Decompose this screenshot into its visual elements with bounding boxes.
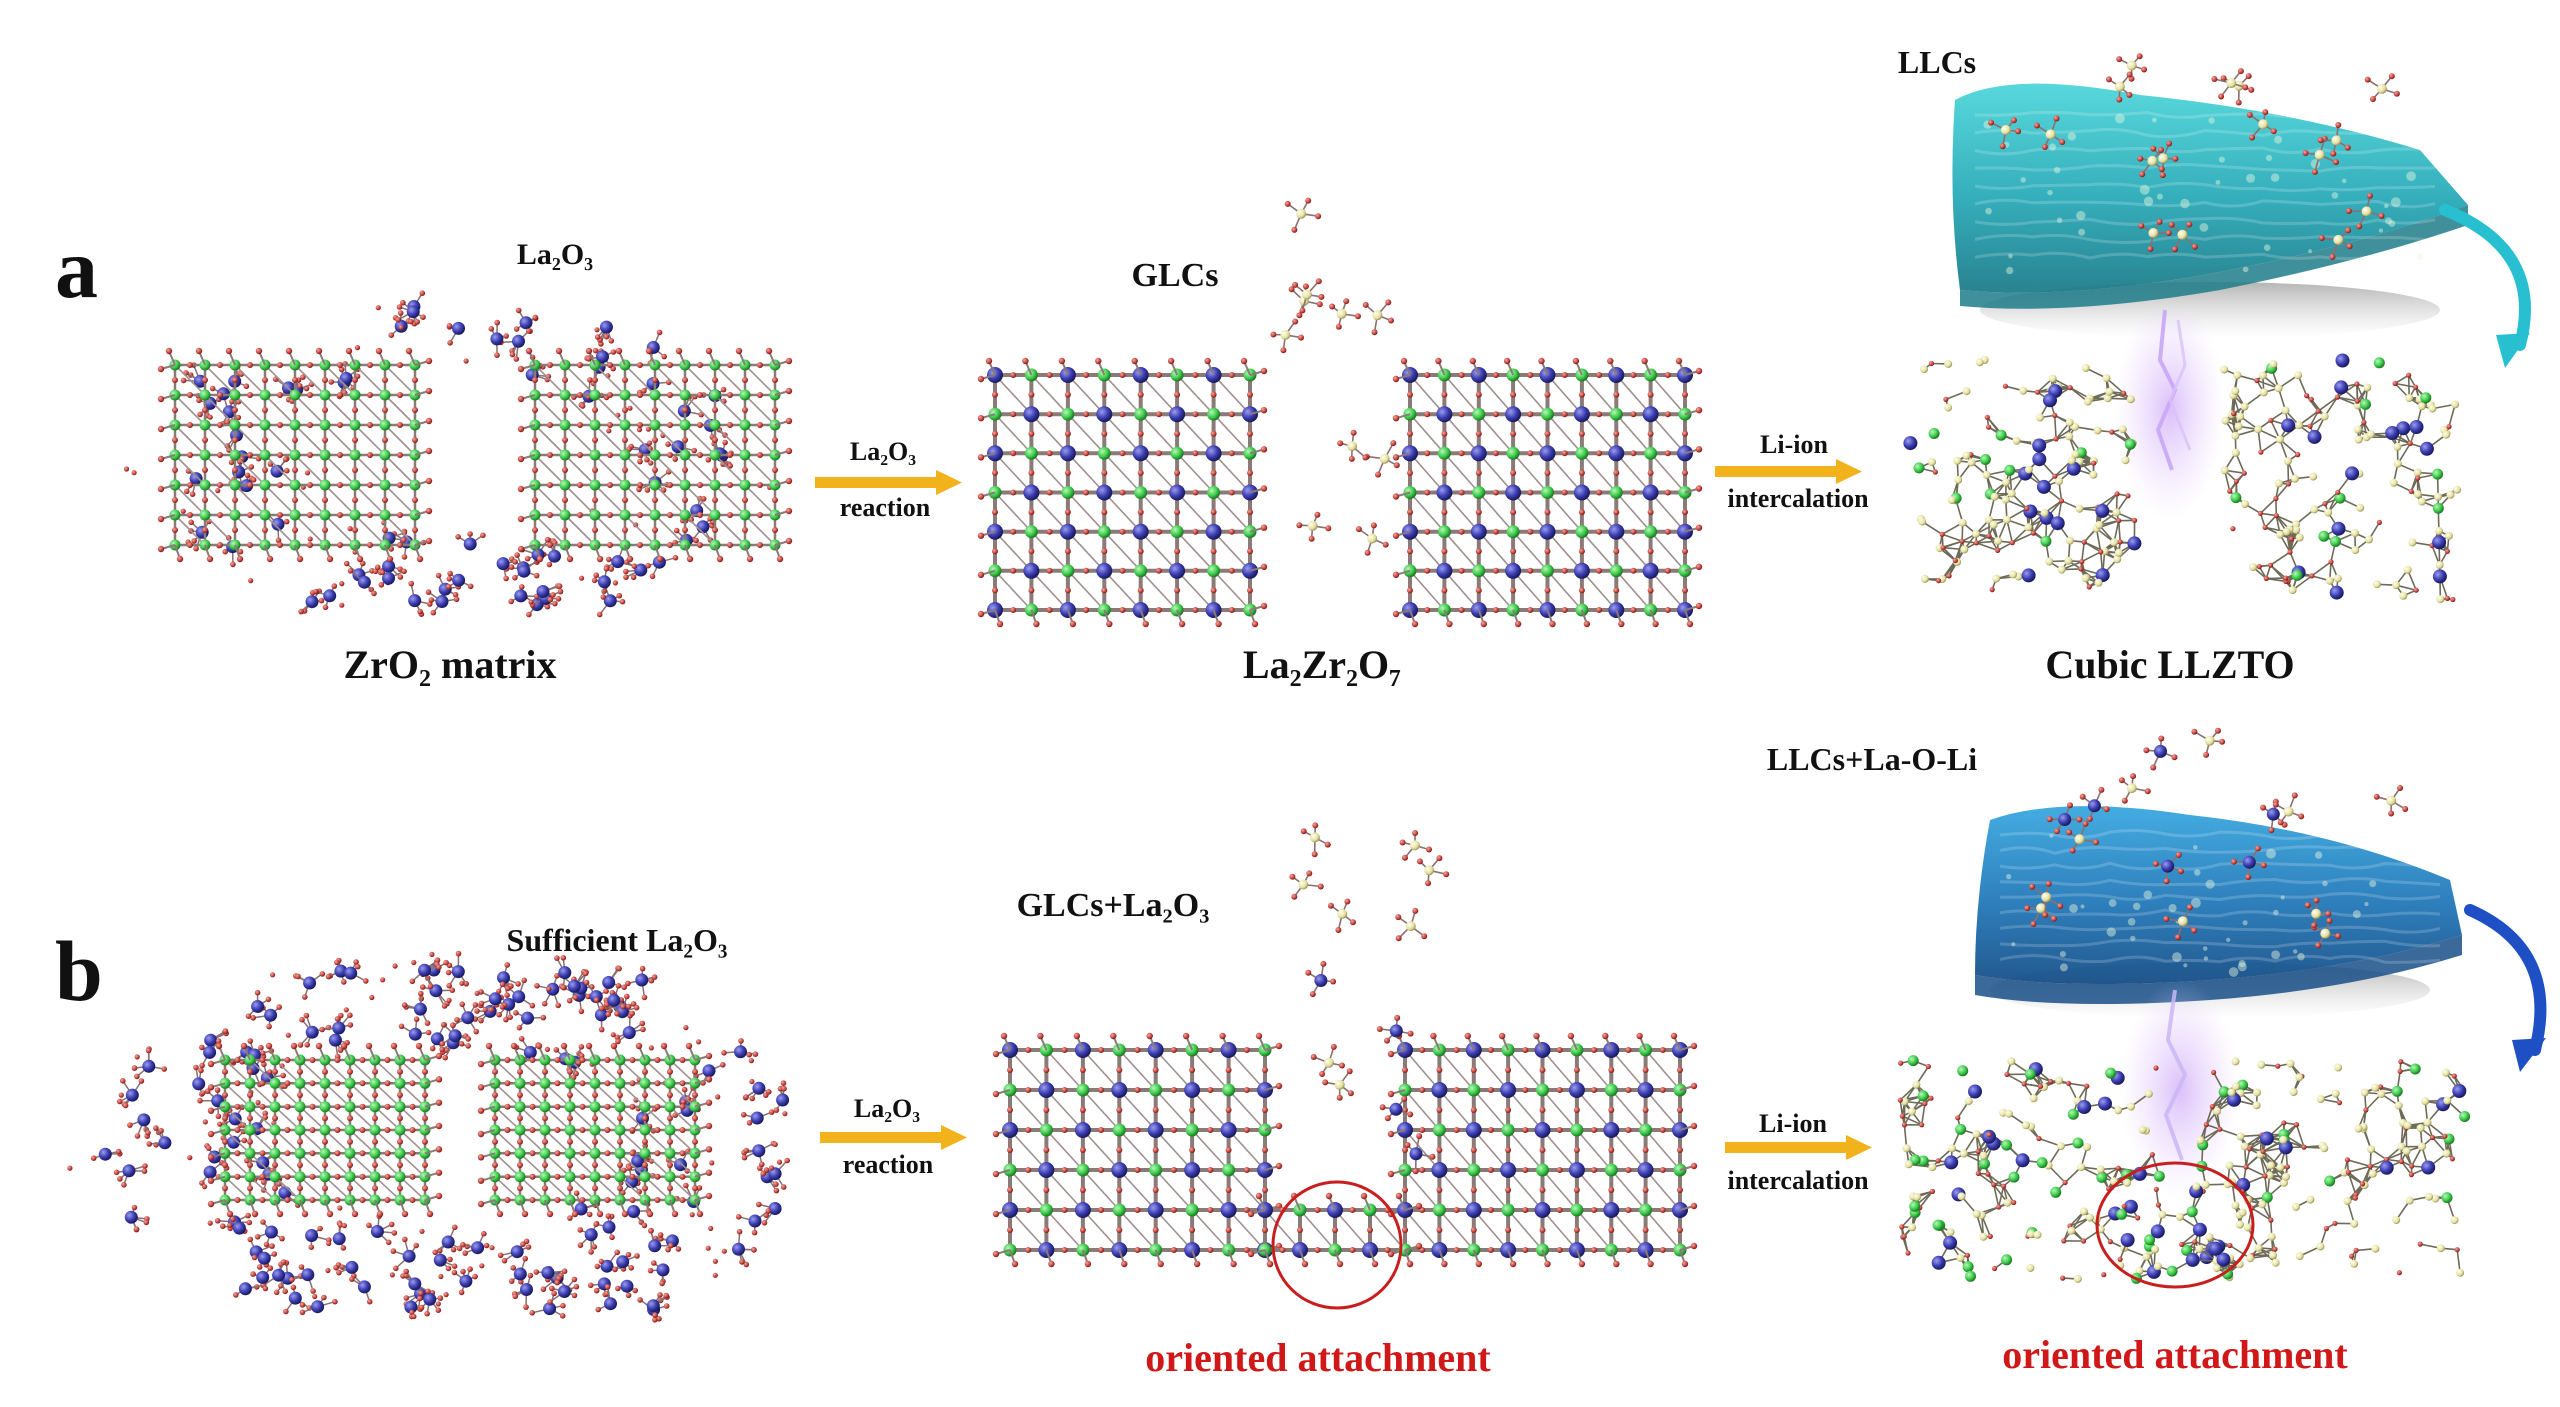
zro2-lattice-b-left xyxy=(207,1042,443,1218)
la2zr2o7-bridge-b xyxy=(1247,1192,1423,1268)
ion-flow-a xyxy=(2115,300,2225,520)
attachment-circle-b2 xyxy=(2095,1161,2255,1289)
arrow-b1-top-label: La₂O₃ xyxy=(854,1094,920,1123)
label-oriented-attachment-2: oriented attachment xyxy=(2002,1332,2348,1377)
cubic-llzto-a xyxy=(1903,353,2462,604)
label-la2o3-a: La₂O₃ xyxy=(517,238,593,271)
llzto-bridge-b xyxy=(2116,1178,2247,1280)
curved-arrow-b xyxy=(2464,904,2547,1056)
curved-arrow-a xyxy=(2439,204,2531,351)
llzto-network-a-right xyxy=(2220,353,2462,604)
ion-flow-b xyxy=(2120,980,2240,1200)
arrow-li-intercalation-a xyxy=(1715,459,1862,484)
arrow-b2-bottom-label: intercalation xyxy=(1727,1166,1869,1195)
llzto-network-a-left xyxy=(1903,356,2142,593)
la2zr2o7-crystals-b xyxy=(992,822,1698,1310)
label-sufficient-la2o3: Sufficient La₂O₃ xyxy=(507,922,728,958)
llzto-network-b-right xyxy=(2196,1057,2471,1282)
arrow-a1-top-label: La₂O₃ xyxy=(850,437,916,466)
la2zr2o7-lattice-b-right xyxy=(1387,1032,1698,1268)
llcs-liquid-slab-a xyxy=(1952,53,2531,368)
panel-a-letter: a xyxy=(55,220,98,316)
arrow-b2-top-label: Li-ion xyxy=(1759,1109,1827,1138)
llzto-network-b-left xyxy=(1897,1055,2165,1284)
label-glcs-a: GLCs xyxy=(1132,257,1219,294)
la2zr2o7-lattice-a-left xyxy=(977,357,1268,628)
llcs-units-a xyxy=(1988,53,2400,260)
label-llcs: LLCs xyxy=(1898,44,1976,80)
glcs-la2o3-units-b xyxy=(1289,822,1450,1175)
la2zr2o7-crystals-a xyxy=(977,197,1703,628)
arrow-la2o3-reaction-a xyxy=(815,470,962,495)
llcs-liquid-slab-b xyxy=(1975,727,2547,1072)
panel-b-letter: b xyxy=(55,923,103,1019)
label-la2zr2o7: La₂Zr₂O₇ xyxy=(1243,642,1401,687)
la2zr2o7-lattice-b-left xyxy=(992,1032,1283,1268)
arrow-a1-bottom-label: reaction xyxy=(840,493,931,522)
label-oriented-attachment-1: oriented attachment xyxy=(1145,1335,1491,1380)
arrow-la2o3-reaction-b xyxy=(820,1125,967,1150)
label-cubic-llzto: Cubic LLZTO xyxy=(2045,642,2294,687)
label-llcs-la-o-li: LLCs+La-O-Li xyxy=(1767,741,1977,777)
arrow-li-intercalation-b xyxy=(1725,1135,1872,1160)
cubic-llzto-b xyxy=(1897,1055,2471,1289)
la2zr2o7-lattice-a-right xyxy=(1392,357,1703,628)
arrow-a2-top-label: Li-ion xyxy=(1760,430,1828,459)
panel-b: b Sufficient La₂O₃ La₂O₃ reaction GLCs+L… xyxy=(55,727,2547,1380)
label-zro2-matrix: ZrO₂ matrix xyxy=(343,642,556,687)
zro2-lattice-b-right xyxy=(477,1042,713,1218)
llcs-la-o-li-units-b xyxy=(2024,727,2409,949)
zro2-matrix-b xyxy=(67,950,790,1323)
la2o3-clusters-b xyxy=(67,950,790,1323)
arrow-a2-bottom-label: intercalation xyxy=(1727,484,1869,513)
glcs-units-a xyxy=(1270,197,1400,556)
zro2-lattice-a-right xyxy=(517,347,793,563)
attachment-circle-b1 xyxy=(1271,1180,1403,1310)
arrow-b1-bottom-label: reaction xyxy=(843,1150,934,1179)
zro2-matrix-a xyxy=(123,290,793,618)
zro2-lattice-a-left xyxy=(157,347,433,563)
label-glcs-la2o3: GLCs+La₂O₃ xyxy=(1017,887,1210,924)
panel-a: a La₂O₃ ZrO₂ matrix La₂O₃ reaction GLCs … xyxy=(55,44,2531,687)
